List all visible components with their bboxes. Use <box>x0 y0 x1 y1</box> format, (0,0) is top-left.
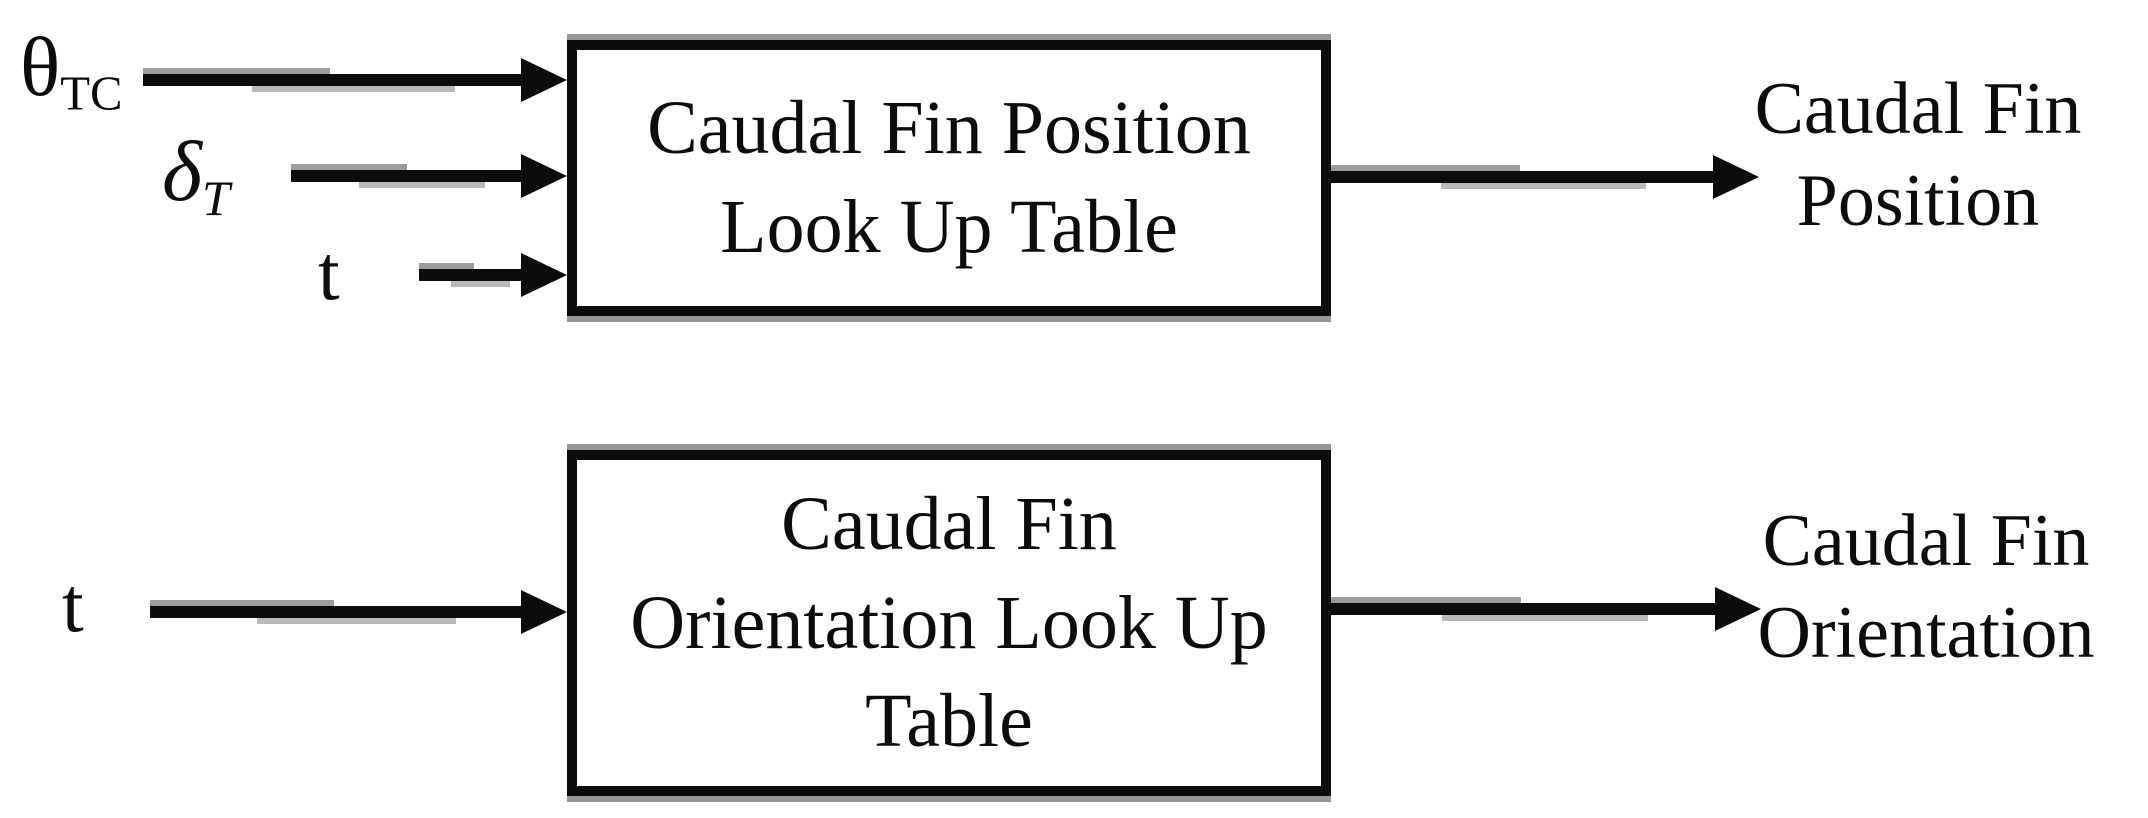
arrowhead-icon <box>521 253 567 297</box>
delta-subscript: T <box>201 170 230 226</box>
input-label-t-bottom: t <box>62 566 84 644</box>
output-label-line: Caudal Fin <box>1762 500 2090 582</box>
block-label-line: Look Up Table <box>720 185 1178 269</box>
delta-symbol: δ <box>162 123 202 219</box>
arrow-shaft <box>150 600 533 624</box>
output-label-line: Caudal Fin <box>1754 68 2082 150</box>
block-label-line: Caudal Fin <box>781 481 1117 566</box>
t-symbol: t <box>318 229 340 316</box>
arrow-shaft <box>291 164 533 188</box>
block-label-line: Orientation Look Up <box>630 580 1268 665</box>
arrow-shaft <box>143 68 533 92</box>
block-label-line: Table <box>865 679 1033 764</box>
input-label-delta-t: δT <box>162 128 230 223</box>
output-label-caudal-fin-orientation: Caudal Fin Orientation <box>1716 496 2136 680</box>
block-caudal-fin-orientation-lut: Caudal Fin Orientation Look Up Table <box>567 450 1331 796</box>
output-label-line: Position <box>1796 159 2040 242</box>
block-label-line: Caudal Fin Position <box>647 86 1251 171</box>
input-label-theta-tc: θTC <box>20 26 123 118</box>
output-label-line: Orientation <box>1757 591 2095 674</box>
arrow-shaft <box>419 263 533 287</box>
arrow-shaft <box>1331 165 1725 189</box>
block-caudal-fin-position-lut: Caudal Fin Position Look Up Table <box>567 40 1331 316</box>
arrow-shaft <box>1331 597 1727 621</box>
arrowhead-icon <box>521 154 567 198</box>
arrowhead-icon <box>521 590 567 634</box>
arrowhead-icon <box>1713 155 1759 199</box>
arrowhead-icon <box>521 58 567 102</box>
t-symbol: t <box>62 561 84 648</box>
arrowhead-icon <box>1715 587 1761 631</box>
output-label-caudal-fin-position: Caudal Fin Position <box>1712 64 2124 248</box>
theta-subscript: TC <box>60 66 123 121</box>
input-label-t-top: t <box>318 234 340 312</box>
theta-symbol: θ <box>20 21 61 114</box>
